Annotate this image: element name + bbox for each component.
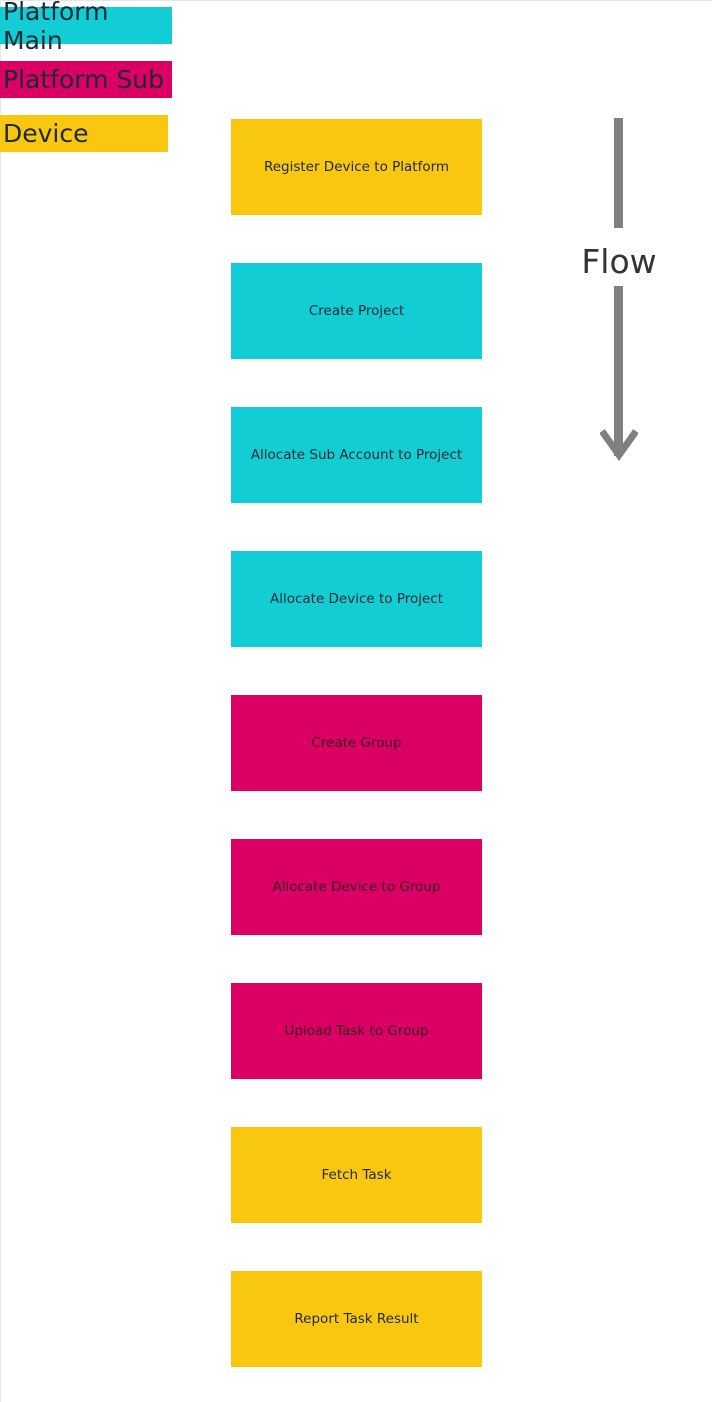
step-report-task-result: Report Task Result — [231, 1271, 482, 1367]
step-create-project: Create Project — [231, 263, 482, 359]
step-label: Fetch Task — [321, 1167, 392, 1183]
arrow-down-icon — [600, 429, 638, 462]
step-allocate-device-group: Allocate Device to Group — [231, 839, 482, 935]
legend-device: Device — [0, 115, 168, 152]
step-allocate-sub-account: Allocate Sub Account to Project — [231, 407, 482, 503]
step-label: Report Task Result — [294, 1311, 419, 1327]
step-label: Allocate Sub Account to Project — [250, 447, 463, 463]
legend-platform-main: Platform Main — [0, 0, 172, 55]
step-create-group: Create Group — [231, 695, 482, 791]
step-fetch-task: Fetch Task — [231, 1127, 482, 1223]
step-register-device: Register Device to Platform — [231, 119, 482, 215]
step-label: Allocate Device to Project — [269, 591, 444, 607]
legend-platform-sub: Platform Sub — [0, 61, 172, 98]
frame-left-border — [0, 0, 1, 1402]
step-label: Allocate Device to Group — [272, 879, 441, 895]
flow-line-bottom — [614, 286, 623, 456]
legend-platform-main-label: Platform Main — [3, 0, 109, 55]
step-label: Upload Task to Group — [284, 1023, 429, 1039]
frame-top-border — [0, 0, 712, 1]
step-label: Create Group — [311, 735, 402, 751]
flow-label: Flow — [581, 242, 657, 281]
step-allocate-device-project: Allocate Device to Project — [231, 551, 482, 647]
legend-platform-sub-label: Platform Sub — [3, 65, 164, 94]
step-label: Create Project — [308, 303, 405, 319]
step-label: Register Device to Platform — [263, 159, 450, 175]
flow-indicator: Flow — [576, 118, 666, 468]
step-upload-task: Upload Task to Group — [231, 983, 482, 1079]
flow-line-top — [614, 118, 623, 228]
legend-device-label: Device — [3, 119, 89, 148]
